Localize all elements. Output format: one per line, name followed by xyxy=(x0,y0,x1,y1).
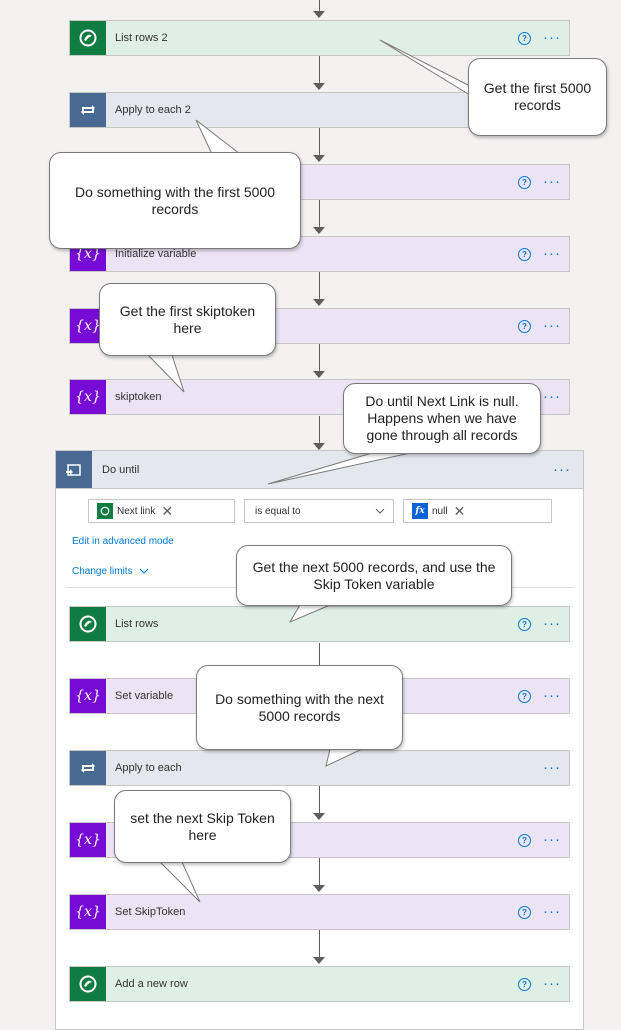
more-options-icon[interactable]: ··· xyxy=(543,759,561,776)
token-label: Next link xyxy=(117,505,156,517)
next-link-token[interactable]: Next link ✕ xyxy=(97,503,173,520)
more-options-icon[interactable]: ··· xyxy=(543,173,561,190)
more-options-icon[interactable]: ··· xyxy=(543,903,561,920)
do-until-title: Do until xyxy=(102,463,140,476)
step-set-skiptoken[interactable]: {x} Set SkipToken ? ··· xyxy=(69,894,570,930)
edit-advanced-link[interactable]: Edit in advanced mode xyxy=(72,536,174,547)
chevron-down-icon xyxy=(140,568,149,574)
dataverse-icon xyxy=(97,503,113,519)
variable-icon: {x} xyxy=(70,895,106,929)
operator-value: is equal to xyxy=(255,505,301,517)
change-limits-link[interactable]: Change limits xyxy=(72,566,149,577)
chevron-down-icon xyxy=(375,506,385,517)
step-list-rows-2[interactable]: List rows 2 ? ··· xyxy=(69,20,570,56)
remove-token-icon[interactable]: ✕ xyxy=(161,502,174,519)
variable-icon: {x} xyxy=(70,679,106,713)
callout-do-until-note: Do until Next Link is null. Happens when… xyxy=(343,383,541,454)
help-icon[interactable]: ? xyxy=(518,689,531,703)
more-options-icon[interactable]: ··· xyxy=(543,687,561,704)
more-options-icon[interactable]: ··· xyxy=(543,615,561,632)
variable-icon: {x} xyxy=(70,380,106,414)
more-options-icon[interactable]: ··· xyxy=(543,245,561,262)
callout-next-5000: Get the next 5000 records, and use the S… xyxy=(236,545,512,606)
more-options-icon[interactable]: ··· xyxy=(543,29,561,46)
step-label: Initialize variable xyxy=(115,248,197,260)
step-label: Add a new row xyxy=(115,978,188,990)
step-list-rows[interactable]: List rows ? ··· xyxy=(69,606,570,642)
step-label: List rows 2 xyxy=(115,32,168,44)
condition-right-field[interactable]: fx null ✕ xyxy=(403,499,552,523)
do-until-icon xyxy=(56,451,92,488)
step-label: Apply to each xyxy=(115,762,182,774)
step-label: Set SkipToken xyxy=(115,906,186,918)
more-options-icon[interactable]: ··· xyxy=(543,388,561,405)
callout-set-next-skiptoken: set the next Skip Token here xyxy=(114,790,291,863)
help-icon[interactable]: ? xyxy=(518,905,531,919)
help-icon[interactable]: ? xyxy=(518,833,531,847)
loop-icon xyxy=(70,93,106,127)
step-label: Apply to each 2 xyxy=(115,104,191,116)
more-options-icon[interactable]: ··· xyxy=(543,831,561,848)
callout-first-5000: Get the first 5000 records xyxy=(468,58,607,136)
step-add-new-row[interactable]: Add a new row ? ··· xyxy=(69,966,570,1002)
token-label: null xyxy=(432,505,448,517)
callout-do-next-5000: Do something with the next 5000 records xyxy=(196,665,403,750)
variable-icon: {x} xyxy=(70,823,106,857)
help-icon[interactable]: ? xyxy=(518,617,531,631)
step-label: Set variable xyxy=(115,690,174,702)
more-options-icon[interactable]: ··· xyxy=(553,460,571,478)
callout-first-skiptoken: Get the first skiptoken here xyxy=(99,283,276,356)
dataverse-icon xyxy=(70,607,106,641)
help-icon[interactable]: ? xyxy=(518,977,531,991)
help-icon[interactable]: ? xyxy=(518,175,531,189)
step-label: List rows xyxy=(115,618,159,630)
more-options-icon[interactable]: ··· xyxy=(543,975,561,992)
step-label: skiptoken xyxy=(115,391,162,403)
remove-token-icon[interactable]: ✕ xyxy=(453,502,466,519)
more-options-icon[interactable]: ··· xyxy=(543,317,561,334)
condition-left-field[interactable]: Next link ✕ xyxy=(88,499,235,523)
expression-icon: fx xyxy=(412,503,428,519)
help-icon[interactable]: ? xyxy=(518,319,531,333)
help-icon[interactable]: ? xyxy=(518,31,531,45)
callout-do-first-5000: Do something with the first 5000 records xyxy=(49,152,301,249)
help-icon[interactable]: ? xyxy=(518,247,531,261)
condition-operator-select[interactable]: is equal to xyxy=(244,499,394,523)
step-apply-to-each[interactable]: Apply to each ··· xyxy=(69,750,570,786)
loop-icon xyxy=(70,751,106,785)
null-token[interactable]: fx null ✕ xyxy=(412,503,465,520)
dataverse-icon xyxy=(70,967,106,1001)
dataverse-icon xyxy=(70,21,106,55)
